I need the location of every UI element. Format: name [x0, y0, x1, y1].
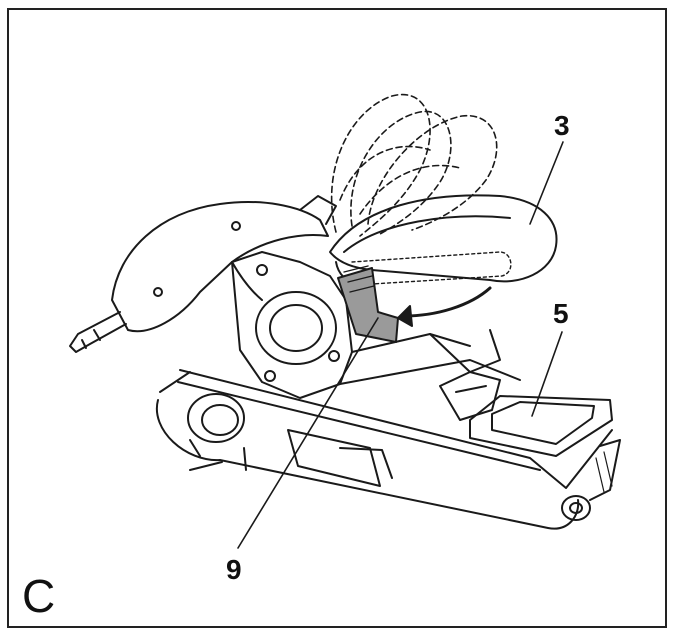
- leader-9: [237, 317, 379, 549]
- sanding-belt-assembly: [155, 369, 621, 530]
- leader-5: [531, 331, 563, 417]
- figure-letter: C: [22, 570, 56, 622]
- figure-frame: [7, 8, 667, 628]
- power-cord: [69, 311, 127, 353]
- callout-9-label: 9: [226, 554, 242, 585]
- rear-handle: [111, 195, 337, 333]
- handle-phantom-positions: [330, 93, 498, 237]
- callout-3-label: 3: [554, 110, 570, 141]
- callout-leaders: [237, 141, 564, 549]
- front-grip: [469, 395, 613, 457]
- release-lever: [337, 265, 492, 343]
- sander-body: [339, 329, 521, 421]
- callout-5-label: 5: [553, 298, 569, 329]
- leader-3: [529, 141, 564, 225]
- motor-housing: [231, 251, 353, 399]
